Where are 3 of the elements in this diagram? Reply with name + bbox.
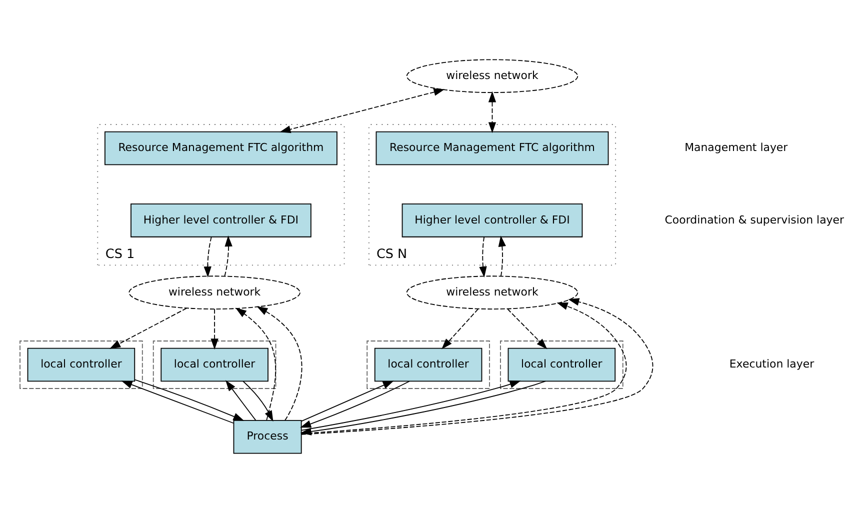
label: Coordination & supervision layer [664,213,844,226]
label: Execution layer [729,358,814,371]
label: Management layer [684,141,788,154]
